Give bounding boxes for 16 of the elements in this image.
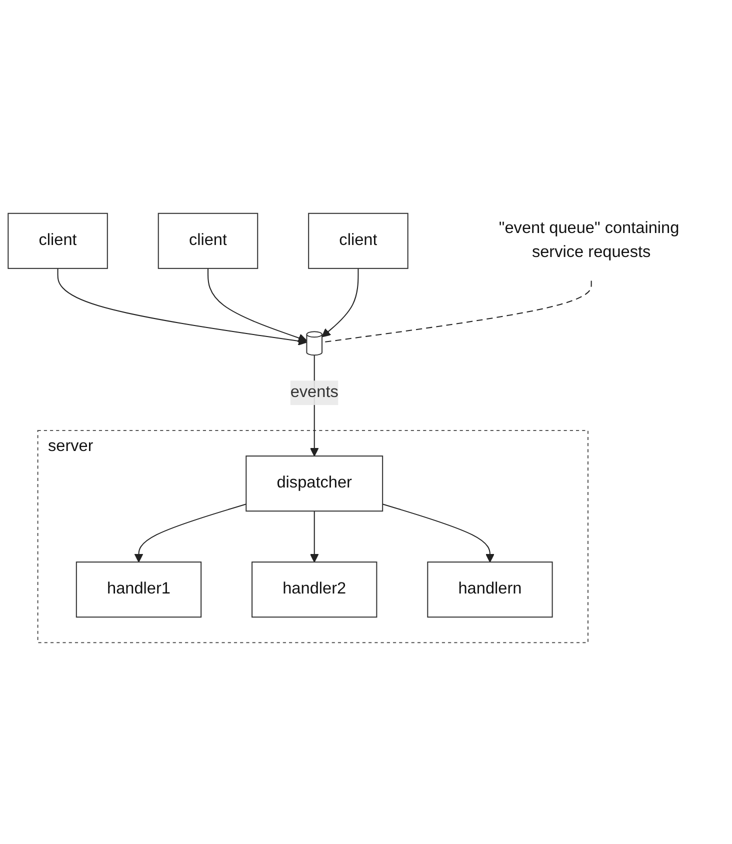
node-text: "event queue" containing service requests [498,220,680,262]
node-box: handler1 [76,562,202,618]
node-box: handlern [427,562,553,618]
node-box: handler2 [252,562,378,618]
node-cylinder [306,331,323,356]
arrow [207,268,308,342]
arrow [134,504,246,563]
edge-label: events [290,384,338,402]
arrow [310,511,319,563]
node-box: client [8,213,108,270]
arrow [382,504,494,563]
arrow [322,268,359,338]
node-box: dispatcher [246,456,384,512]
node-box: client [308,213,408,270]
node-box: client [158,213,258,270]
arrow [57,268,308,346]
